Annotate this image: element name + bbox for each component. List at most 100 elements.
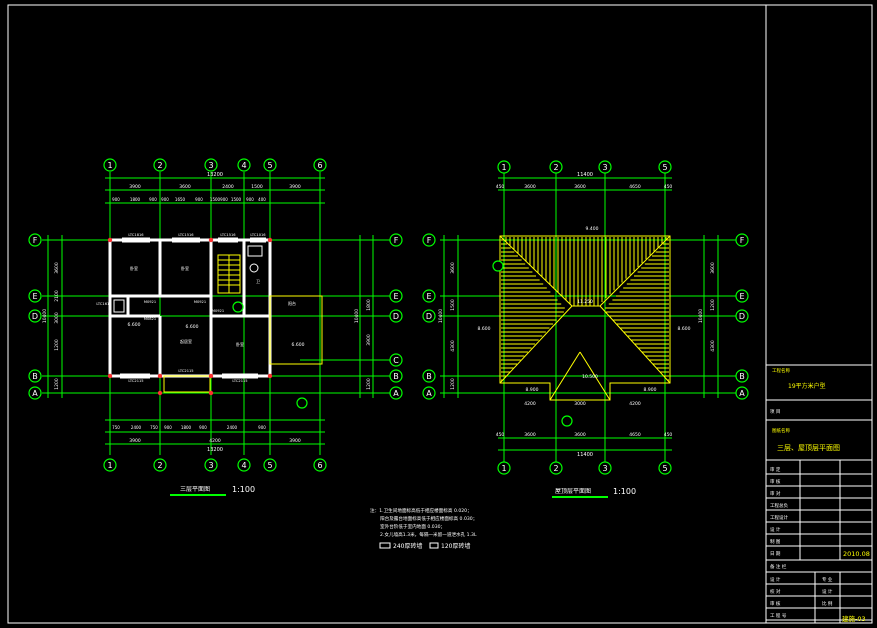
- left-bottom-dim2: 900: [164, 425, 172, 430]
- right-left-total: 10400: [438, 309, 444, 323]
- left-axis-top-3-label: 3: [208, 161, 213, 170]
- right-axis-bottom-1-label: 1: [501, 464, 506, 473]
- left-axis-bottom-3-label: 3: [208, 461, 213, 470]
- left-top-dim1: 2400: [222, 184, 234, 190]
- left-axis-bottom-6: 6: [313, 458, 327, 472]
- right-axis-right-D-label: D: [739, 312, 745, 321]
- left-axis-right-C: C: [389, 353, 403, 367]
- left-axis-left-A-label: A: [32, 389, 38, 398]
- left-axis-bottom-1: 1: [103, 458, 117, 472]
- room-label: 卧室: [181, 265, 189, 271]
- right-axis-left-A: A: [422, 386, 436, 400]
- left-top-dim2: 1500: [210, 197, 221, 202]
- left-top-dim2: 900: [149, 197, 157, 202]
- title-block-row: 审 对: [770, 490, 781, 497]
- right-axis-bottom-2: 2: [549, 461, 563, 475]
- left-bottom-dim2: 750: [112, 425, 120, 430]
- left-axis-right-A: A: [389, 386, 403, 400]
- left-axis-right-D: D: [389, 309, 403, 323]
- right-axis-bottom-2-label: 2: [553, 464, 558, 473]
- remarks-label: 备 注 栏: [770, 563, 787, 570]
- window-label: LTC2115: [128, 379, 143, 383]
- roof-level-mark: 8.900: [526, 387, 539, 393]
- right-axis-top-5: 5: [658, 160, 672, 174]
- left-axis-right-F: F: [389, 233, 403, 247]
- right-axis-right-A-label: A: [739, 389, 745, 398]
- right-axis-left-D: D: [422, 309, 436, 323]
- left-top-dim2: 1500: [231, 197, 242, 202]
- roof-level-mark: 9.400: [586, 226, 599, 232]
- right-bottom-dim1: 3600: [574, 432, 586, 438]
- right-bottom-dim2: 4200: [524, 401, 536, 407]
- left-axis-bottom-4: 4: [237, 458, 251, 472]
- left-left-dim: 3600: [54, 262, 60, 274]
- title-block-row: 设 计: [770, 526, 781, 533]
- left-right-dim: 1200: [366, 378, 372, 390]
- level-mark: 6.600: [292, 342, 305, 348]
- left-axis-top-4-label: 4: [241, 161, 246, 170]
- left-plan-scale: 1:100: [232, 485, 255, 494]
- left-top-dim2: 900: [161, 197, 169, 202]
- left-axis-top-2: 2: [153, 158, 167, 172]
- left-top-dim1: 3900: [129, 184, 141, 190]
- left-axis-top-5-label: 5: [267, 161, 272, 170]
- left-plan-title: 三层平面图: [180, 486, 210, 493]
- left-top-dim2: 900: [220, 197, 228, 202]
- left-bottom-dim2: 750: [150, 425, 158, 430]
- project-label: 工程名称: [772, 367, 790, 374]
- window-label: LTC1516: [220, 233, 236, 237]
- left-bottom-total-dim: 13200: [207, 447, 223, 453]
- left-total-dim: 13200: [207, 172, 223, 178]
- left-bottom-dim1: 3900: [129, 438, 141, 444]
- left-bottom-dim2: 2400: [227, 425, 238, 430]
- left-axis-top-6: 6: [313, 158, 327, 172]
- left-axis-left-B: B: [28, 369, 42, 383]
- right-total-dim: 11400: [577, 172, 593, 178]
- right-axis-top-1: 1: [497, 160, 511, 174]
- right-axis-bottom-1: 1: [497, 461, 511, 475]
- project-name: 19平方米户型: [788, 382, 826, 390]
- note-line-3: 室外台阶低于室内地面 0.030；: [380, 523, 445, 530]
- left-axis-bottom-3: 3: [204, 458, 218, 472]
- title-block-row: 工程设计: [770, 514, 788, 521]
- right-top-dim: 4650: [629, 184, 641, 190]
- left-top-dim2: 1650: [175, 197, 186, 202]
- right-axis-right-D: D: [735, 309, 749, 323]
- right-bottom-dim1: 3600: [524, 432, 536, 438]
- window-label: LTC1616: [96, 302, 112, 306]
- left-axis-left-F: F: [28, 233, 42, 247]
- right-axis-bottom-5-label: 5: [662, 464, 667, 473]
- left-axis-left-F-label: F: [33, 236, 38, 245]
- sign-row: 设 计: [770, 576, 781, 583]
- left-top-dim2: 1800: [130, 197, 141, 202]
- left-top-dim2: 900: [246, 197, 254, 202]
- left-axis-left-D: D: [28, 309, 42, 323]
- drawing-number: 建施-03: [842, 614, 866, 623]
- drawing-name: 三层、屋顶层平面图: [777, 444, 840, 452]
- roof-level-mark: 8.600: [678, 326, 691, 332]
- right-right-dim: 1200: [710, 299, 716, 311]
- right-axis-left-F: F: [422, 233, 436, 247]
- right-left-dim: 3600: [450, 262, 456, 274]
- right-right-dim: 4300: [710, 340, 716, 352]
- right-plan-title: 屋顶层平面图: [555, 488, 591, 495]
- left-axis-right-A-label: A: [393, 389, 399, 398]
- roof-level-mark: 10.500: [582, 374, 598, 380]
- right-axis-right-B-label: B: [739, 372, 745, 381]
- general-notes: 注：1.卫生间地面标高低于相应楼面标高 0.020； 阳台及露台地面标高低于相应…: [370, 507, 477, 550]
- sign-col: 专 业: [822, 576, 833, 583]
- title-block-row: 审 核: [770, 478, 781, 485]
- right-left-dim: 4300: [450, 340, 456, 352]
- left-axis-top-5: 5: [263, 158, 277, 172]
- title-block-row: 审 定: [770, 466, 781, 473]
- right-axis-right-B: B: [735, 369, 749, 383]
- left-top-dim1: 1500: [251, 184, 263, 190]
- right-axis-left-A-label: A: [426, 389, 432, 398]
- right-axis-left-F-label: F: [427, 236, 432, 245]
- right-axis-left-E: E: [422, 289, 436, 303]
- left-axis-bottom-5-label: 5: [267, 461, 272, 470]
- right-axis-right-E: E: [735, 289, 749, 303]
- right-bottom-total-dim: 11400: [577, 452, 593, 458]
- left-axis-top-1-label: 1: [107, 161, 112, 170]
- room-label: 起居室: [180, 338, 192, 344]
